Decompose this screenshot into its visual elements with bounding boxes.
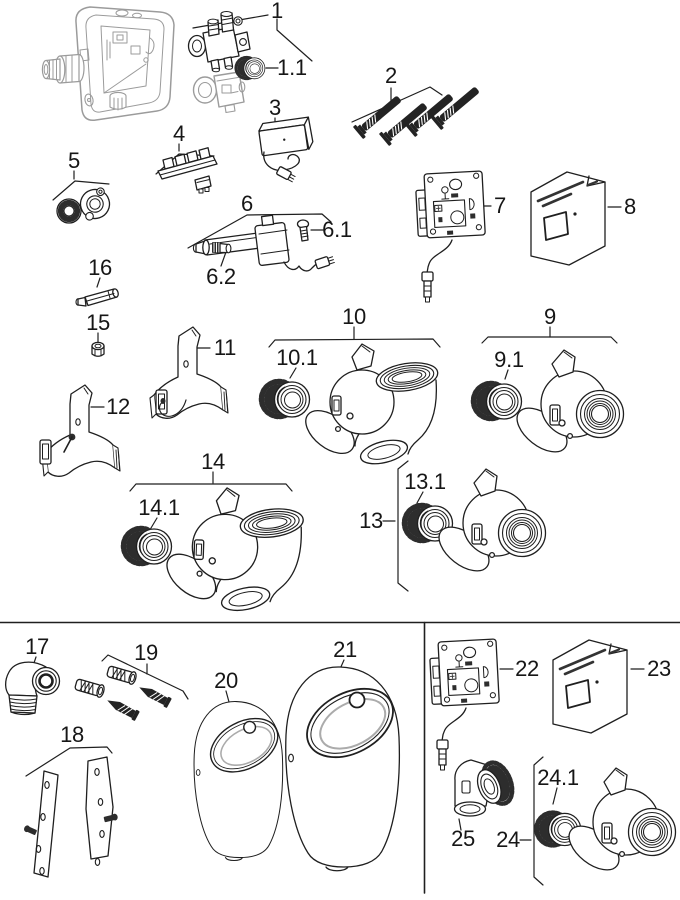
part-label-17: 17 xyxy=(25,634,49,659)
part-label-15: 15 xyxy=(86,310,110,335)
part-label-9: 9 xyxy=(544,304,556,329)
cover-plate-icon xyxy=(529,170,607,267)
mounting-plates-icon xyxy=(24,756,118,878)
part-label-6.2: 6.2 xyxy=(206,264,236,289)
part-label-25: 25 xyxy=(451,826,475,851)
part-label-7: 7 xyxy=(494,193,506,218)
part-label-9.1: 9.1 xyxy=(494,347,524,372)
flush-valve-ghost-icon xyxy=(192,71,246,114)
urinal-large-icon xyxy=(284,665,406,872)
part-label-18: 18 xyxy=(60,722,84,747)
part-label-2: 2 xyxy=(385,63,397,88)
union-nut-9-icon xyxy=(474,384,522,420)
wall-plugs-screws-icon xyxy=(73,664,173,722)
seal-set-icon xyxy=(56,187,111,224)
part-label-22: 22 xyxy=(515,656,539,681)
control-electronics-22-icon xyxy=(428,638,500,771)
part-label-8: 8 xyxy=(624,194,636,219)
part-label-1: 1 xyxy=(271,0,283,23)
wall-bracket-hook-icon xyxy=(149,326,229,419)
part-label-5: 5 xyxy=(68,148,80,173)
wall-bracket-icon xyxy=(39,384,121,477)
part-label-6: 6 xyxy=(241,191,253,216)
union-nut-14-icon xyxy=(124,529,172,565)
part-label-19: 19 xyxy=(134,640,158,665)
part-label-14: 14 xyxy=(201,449,225,474)
part-label-24.1: 24.1 xyxy=(537,765,579,790)
concealed-cistern-box-icon xyxy=(41,6,175,122)
union-nut-10-icon xyxy=(262,382,310,418)
section-dividers xyxy=(0,621,680,894)
mounting-rail-icon xyxy=(157,147,218,194)
part-label-6.1: 6.1 xyxy=(322,217,352,242)
spindle-icon xyxy=(75,288,119,307)
part-label-21: 21 xyxy=(333,637,357,662)
part-label-11: 11 xyxy=(213,335,237,360)
control-electronics-icon xyxy=(414,170,486,303)
adapter-nut-icon xyxy=(91,341,105,357)
part-label-10.1: 10.1 xyxy=(276,345,318,370)
fixing-screw-icon xyxy=(296,219,310,242)
part-label-13: 13 xyxy=(359,508,383,533)
power-supply-icon xyxy=(258,116,314,183)
part-label-24: 24 xyxy=(496,827,520,852)
part-label-4: 4 xyxy=(173,121,185,146)
cover-plate-23-icon xyxy=(551,638,629,735)
part-label-10: 10 xyxy=(342,304,366,329)
part-label-16: 16 xyxy=(88,255,112,280)
part-label-13.1: 13.1 xyxy=(404,469,446,494)
part-label-20: 20 xyxy=(214,668,238,693)
part-label-23: 23 xyxy=(647,656,671,681)
outlet-housing-elbow-10-icon xyxy=(297,343,441,469)
part-label-3: 3 xyxy=(269,95,281,120)
inlet-elbow-icon xyxy=(4,661,61,716)
throttle-nozzle-icon xyxy=(212,242,232,254)
part-label-12: 12 xyxy=(106,394,130,419)
part-label-14.1: 14.1 xyxy=(138,495,180,520)
flush-valve-icon xyxy=(187,11,251,73)
urinal-small-icon xyxy=(193,700,288,862)
cap-nut-icon xyxy=(234,55,267,81)
outlet-housing-9-icon xyxy=(508,349,625,462)
connection-elbow-icon xyxy=(453,759,515,817)
part-label-1.1: 1.1 xyxy=(277,55,307,80)
